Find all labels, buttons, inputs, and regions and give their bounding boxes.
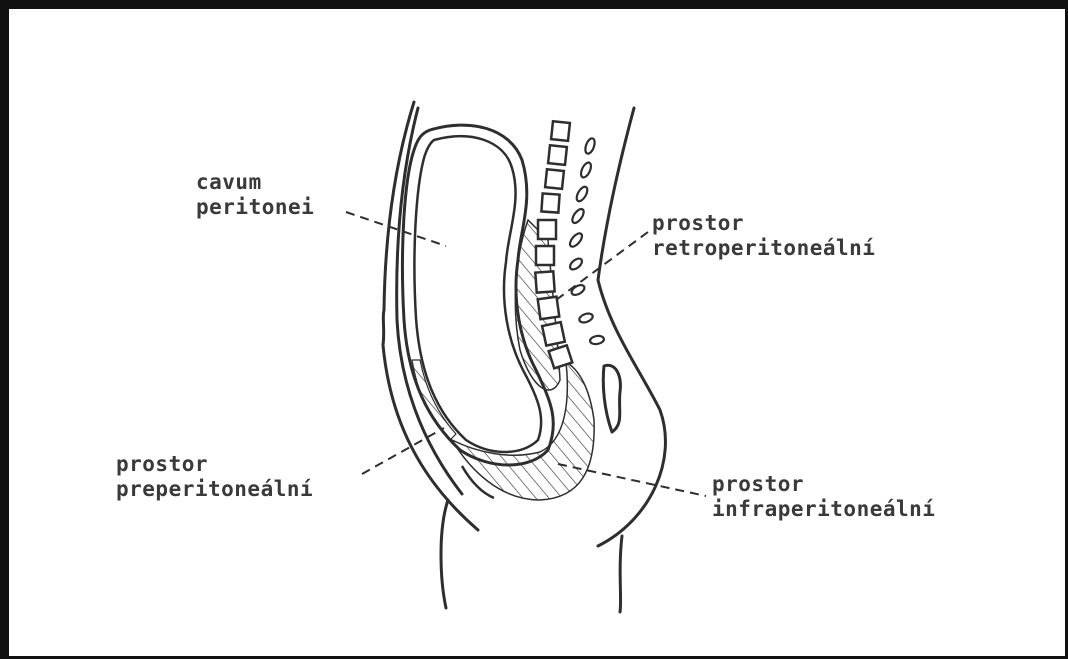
prep-line1: prostor [116, 452, 313, 477]
retro-line1: prostor [652, 211, 875, 236]
infra-line2: infraperitoneální [712, 497, 935, 522]
cavum-line2: peritonei [196, 195, 314, 220]
prep-leader [362, 428, 444, 474]
infra-line1: prostor [712, 472, 935, 497]
cavum-line1: cavum [196, 170, 314, 195]
leg-anterior-line [441, 500, 448, 608]
spinous-processes [568, 137, 605, 345]
prep-line2: preperitoneální [116, 477, 313, 502]
leg-posterior-line [620, 536, 622, 612]
infraperitoneal-hatched-region [452, 362, 594, 500]
psoas-shape [603, 365, 620, 432]
retro-line2: retroperitoneální [652, 236, 875, 261]
preperitoneal-hatched-strip [412, 360, 456, 440]
cavum-leader [346, 212, 446, 246]
